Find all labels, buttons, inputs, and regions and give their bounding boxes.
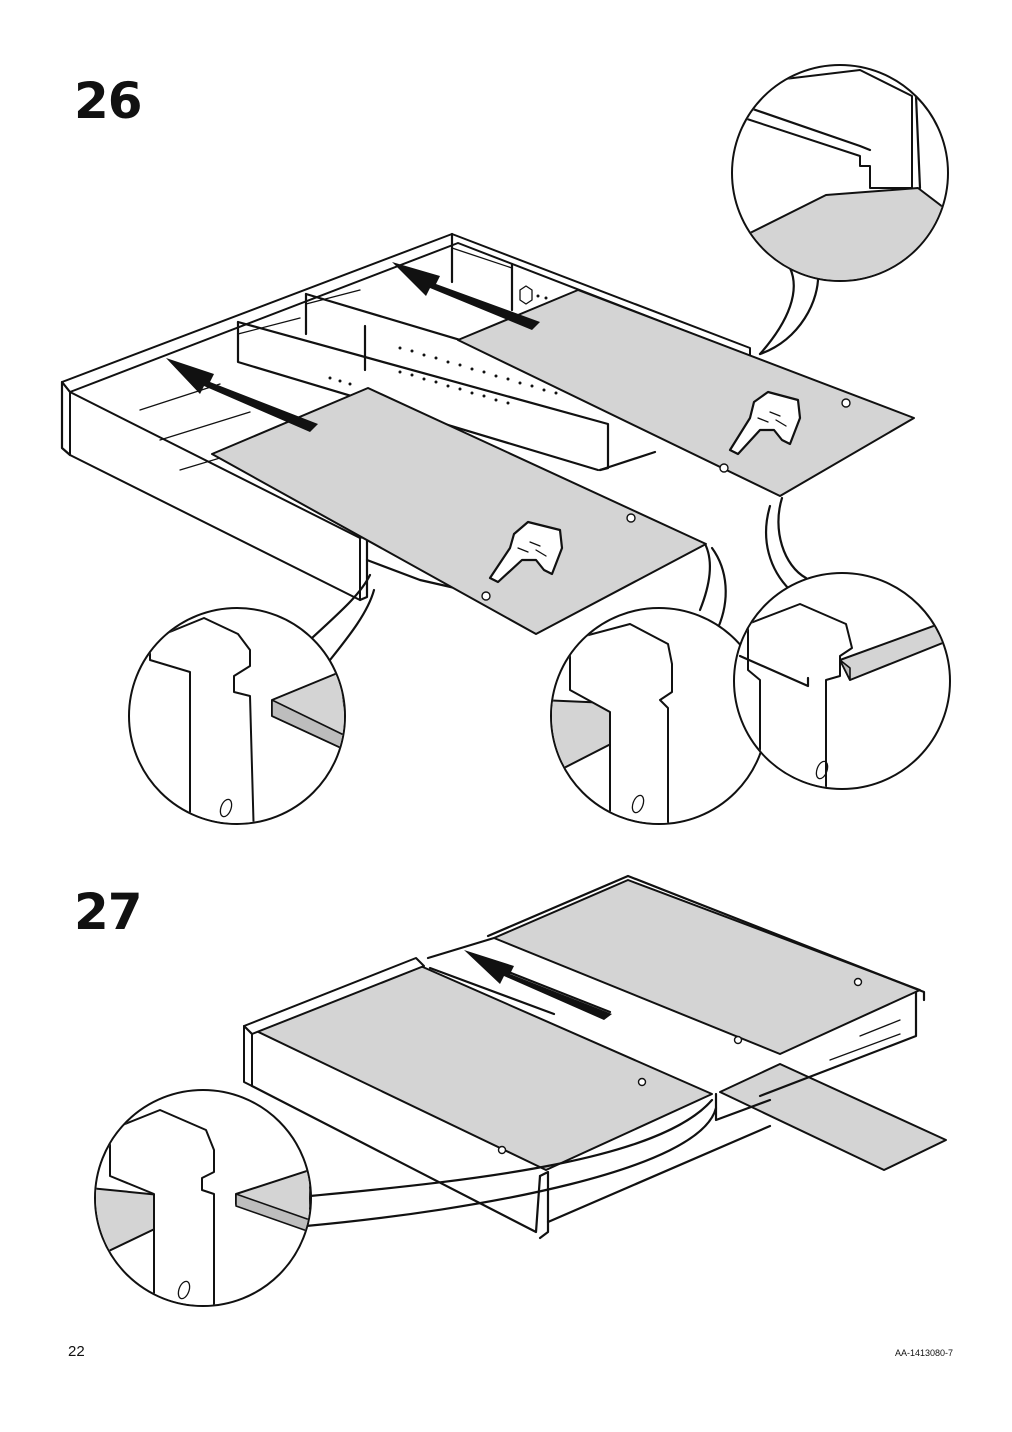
panel-right-26: [457, 289, 915, 497]
step-number-26: 26: [74, 72, 143, 130]
step-number-27: 27: [74, 883, 143, 941]
panel-left-26: [211, 387, 707, 635]
pointing-hand-icon: [488, 520, 564, 584]
detail-callout-icon: [733, 496, 951, 790]
push-arrow-icon: [464, 950, 612, 1020]
hex-key-icon: [519, 285, 548, 305]
detail-callout-icon: [731, 64, 949, 356]
pointing-hand-icon: [728, 390, 802, 456]
push-arrow-icon: [392, 262, 540, 330]
push-arrow-icon: [166, 358, 318, 432]
detail-callout-icon: [550, 544, 768, 825]
detail-callout-icon: [94, 1089, 718, 1307]
step-27-frame: [243, 874, 947, 1240]
detail-callout-icon: [128, 573, 376, 825]
page-number: 22: [68, 1343, 85, 1360]
document-code: AA-1413080-7: [895, 1348, 954, 1358]
